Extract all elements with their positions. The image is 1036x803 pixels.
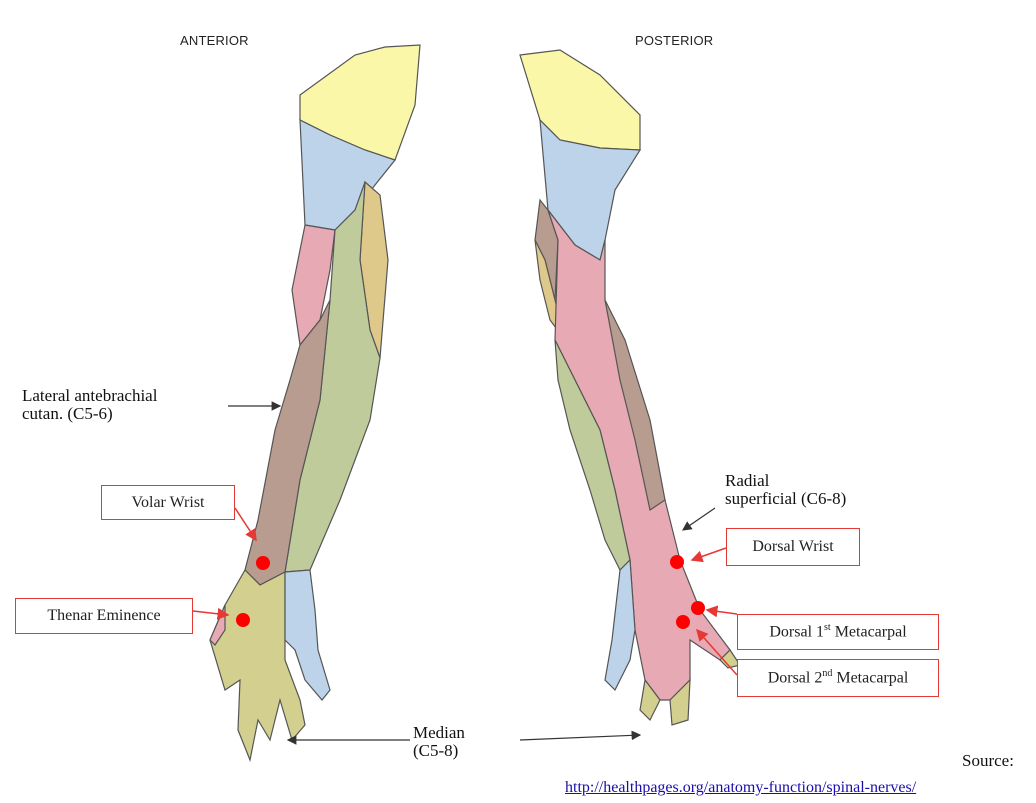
source-label: Source:: [962, 751, 1014, 771]
posterior-title: POSTERIOR: [635, 33, 713, 48]
dorsal-2nd-metacarpal-callout: Dorsal 2nd Metacarpal: [737, 659, 939, 697]
dorsal-1st-metacarpal-callout: Dorsal 1st Metacarpal: [737, 614, 939, 650]
dorsal-wrist-dot: [670, 555, 684, 569]
volar-wrist-text: Volar Wrist: [132, 494, 205, 512]
dorsal-1st-metacarpal-dot: [691, 601, 705, 615]
dorsal-wrist-callout: Dorsal Wrist: [726, 528, 860, 566]
thenar-eminence-dot: [236, 613, 250, 627]
volar-wrist-dot: [256, 556, 270, 570]
dorsal-wrist-text: Dorsal Wrist: [752, 538, 833, 556]
anterior-arm: [210, 45, 420, 760]
radial-superficial-label: Radial superficial (C6-8): [725, 472, 846, 508]
volar-wrist-callout: Volar Wrist: [101, 485, 235, 520]
source-link[interactable]: http://healthpages.org/anatomy-function/…: [565, 779, 916, 797]
dorsal-1st-text: Dorsal 1st Metacarpal: [769, 622, 906, 641]
lateral-antebrachial-label: Lateral antebrachial cutan. (C5-6): [22, 387, 157, 423]
median-label: Median (C5-8): [413, 724, 465, 760]
dorsal-2nd-text: Dorsal 2nd Metacarpal: [768, 668, 909, 687]
thenar-eminence-callout: Thenar Eminence: [15, 598, 193, 634]
thenar-eminence-text: Thenar Eminence: [47, 607, 160, 625]
anterior-title: ANTERIOR: [180, 33, 249, 48]
dorsal-2nd-metacarpal-dot: [676, 615, 690, 629]
posterior-arm: [520, 50, 740, 725]
